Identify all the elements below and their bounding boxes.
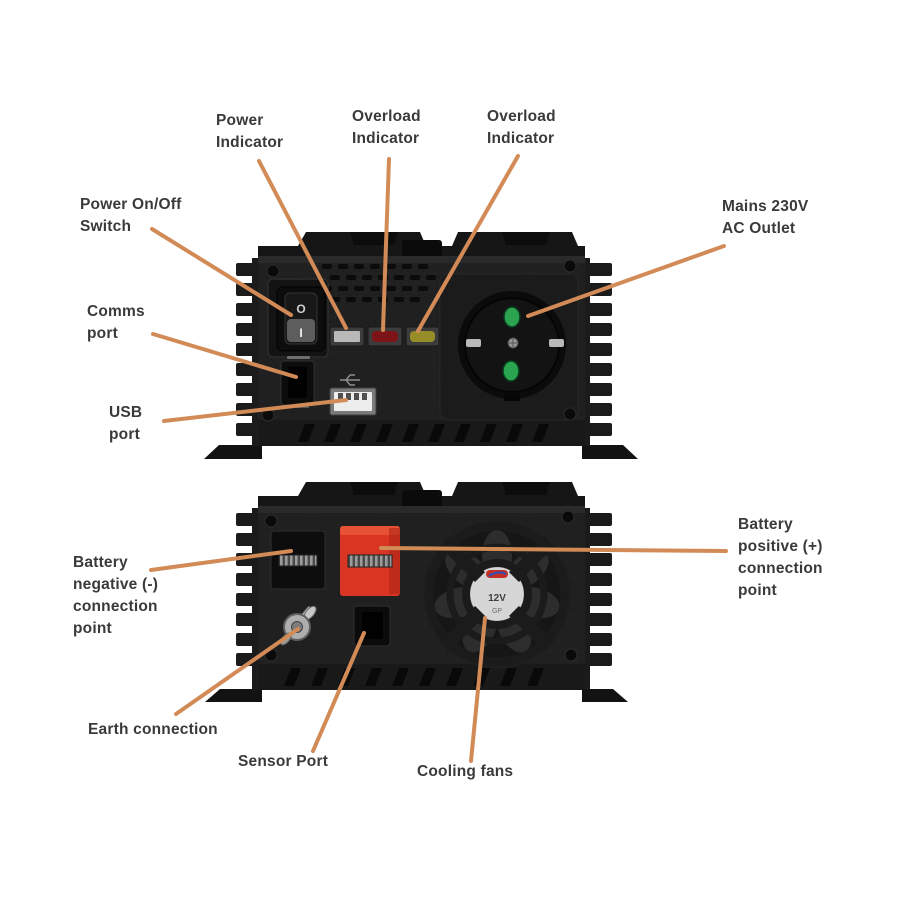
leader-usb-port — [162, 398, 348, 423]
label-battery-negative: Battery negative (-) connection point — [73, 554, 159, 637]
case-top-notch — [350, 482, 398, 495]
leader-earth-connection — [174, 627, 300, 716]
battery-negative-terminal — [270, 530, 326, 590]
label-earth-connection: Earth connection — [88, 721, 218, 738]
mains-outlet — [439, 273, 579, 421]
leader-comms-port — [151, 332, 298, 379]
leader-battery-positive — [379, 546, 728, 553]
leader-sensor-port — [311, 631, 366, 753]
leader-lines — [149, 154, 728, 763]
leader-cooling-fans — [469, 616, 487, 763]
case-top-recess — [402, 490, 442, 508]
label-overload-indicator-2: Overload Indicator — [487, 108, 556, 147]
label-comms-port: Comms port — [87, 303, 145, 342]
cooling-fan: 12V GP — [422, 519, 572, 669]
outlet-earth-clip — [549, 339, 564, 347]
indicator-leds — [329, 326, 440, 347]
label-overload-indicator-1: Overload Indicator — [352, 108, 421, 147]
outlet-earth-clip — [466, 339, 481, 347]
power-indicator-led — [334, 331, 360, 342]
leader-power-indicator — [257, 159, 348, 330]
case-top-recess — [402, 240, 442, 259]
usb-port — [329, 374, 377, 416]
mounting-foot — [582, 445, 638, 459]
inverter-rear-view: 12V GP — [205, 482, 628, 702]
case-top-notch — [502, 482, 550, 495]
bottom-vent-slats — [258, 664, 585, 690]
label-sensor-port: Sensor Port — [238, 753, 329, 770]
mounting-foot — [582, 689, 628, 702]
inverter-front-view: O I — [204, 232, 638, 459]
fan-voltage-marking: 12V — [488, 593, 506, 604]
screw-holes — [264, 510, 578, 662]
leader-mains-outlet — [526, 244, 726, 318]
usb-icon — [340, 374, 360, 386]
label-mains-outlet: Mains 230V AC Outlet — [722, 198, 809, 237]
outlet-live-hole — [503, 306, 521, 328]
label-power-switch: Power On/Off Switch — [80, 196, 182, 235]
switch-marking-off: O — [296, 302, 305, 316]
overload-indicator-led-red — [372, 331, 398, 342]
vent-slots — [322, 264, 436, 302]
fan-code-marking: GP — [492, 608, 502, 615]
label-usb-port: USB port — [109, 404, 143, 443]
bottom-vent-slats — [258, 420, 585, 446]
overload-indicator-led-yellow — [410, 331, 435, 342]
screw-holes — [261, 259, 577, 422]
fan-guard — [424, 521, 570, 667]
outlet-neutral-hole — [502, 360, 520, 382]
case-top-notch — [350, 232, 398, 245]
case-top-notch — [502, 232, 550, 245]
comms-port — [280, 356, 315, 408]
label-power-indicator: Power Indicator — [216, 112, 284, 151]
leader-power-switch — [150, 227, 293, 317]
mounting-foot — [204, 445, 262, 459]
leader-overload-indicator-1 — [381, 157, 391, 332]
mounting-foot — [205, 689, 262, 702]
leader-overload-indicator-2 — [416, 154, 520, 333]
switch-marking-on: I — [299, 326, 302, 340]
battery-positive-terminal — [340, 526, 400, 596]
label-battery-positive: Battery positive (+) connection point — [738, 516, 823, 599]
leader-battery-negative — [149, 549, 293, 572]
power-switch: O I — [267, 278, 329, 358]
label-cooling-fans: Cooling fans — [417, 763, 514, 780]
